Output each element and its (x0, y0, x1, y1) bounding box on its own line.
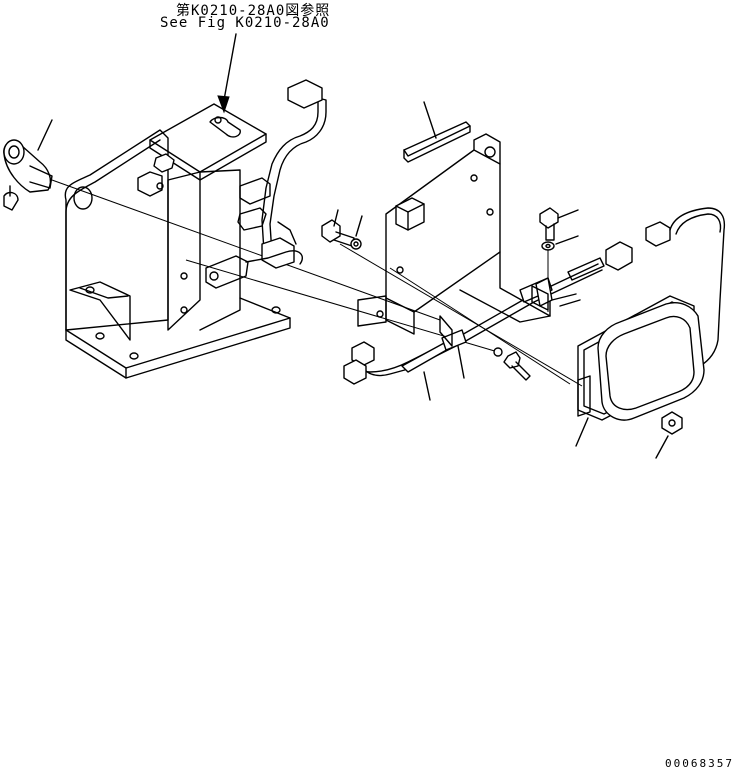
small-clamps (531, 285, 581, 311)
drawing-number: 00068357 (665, 757, 734, 770)
main-bracket (64, 103, 291, 379)
figure-reference-japanese: 第K0210-28A0図参照 (176, 3, 331, 19)
key-switch (3, 119, 53, 211)
main-harness (205, 79, 327, 289)
figure-reference-english: See Fig K0210-28A0 (160, 15, 330, 31)
mounting-plate (357, 101, 551, 335)
reference-arrow (217, 33, 237, 114)
fasteners (321, 207, 683, 459)
assembly-lines (51, 179, 583, 387)
controller-box (575, 295, 705, 447)
